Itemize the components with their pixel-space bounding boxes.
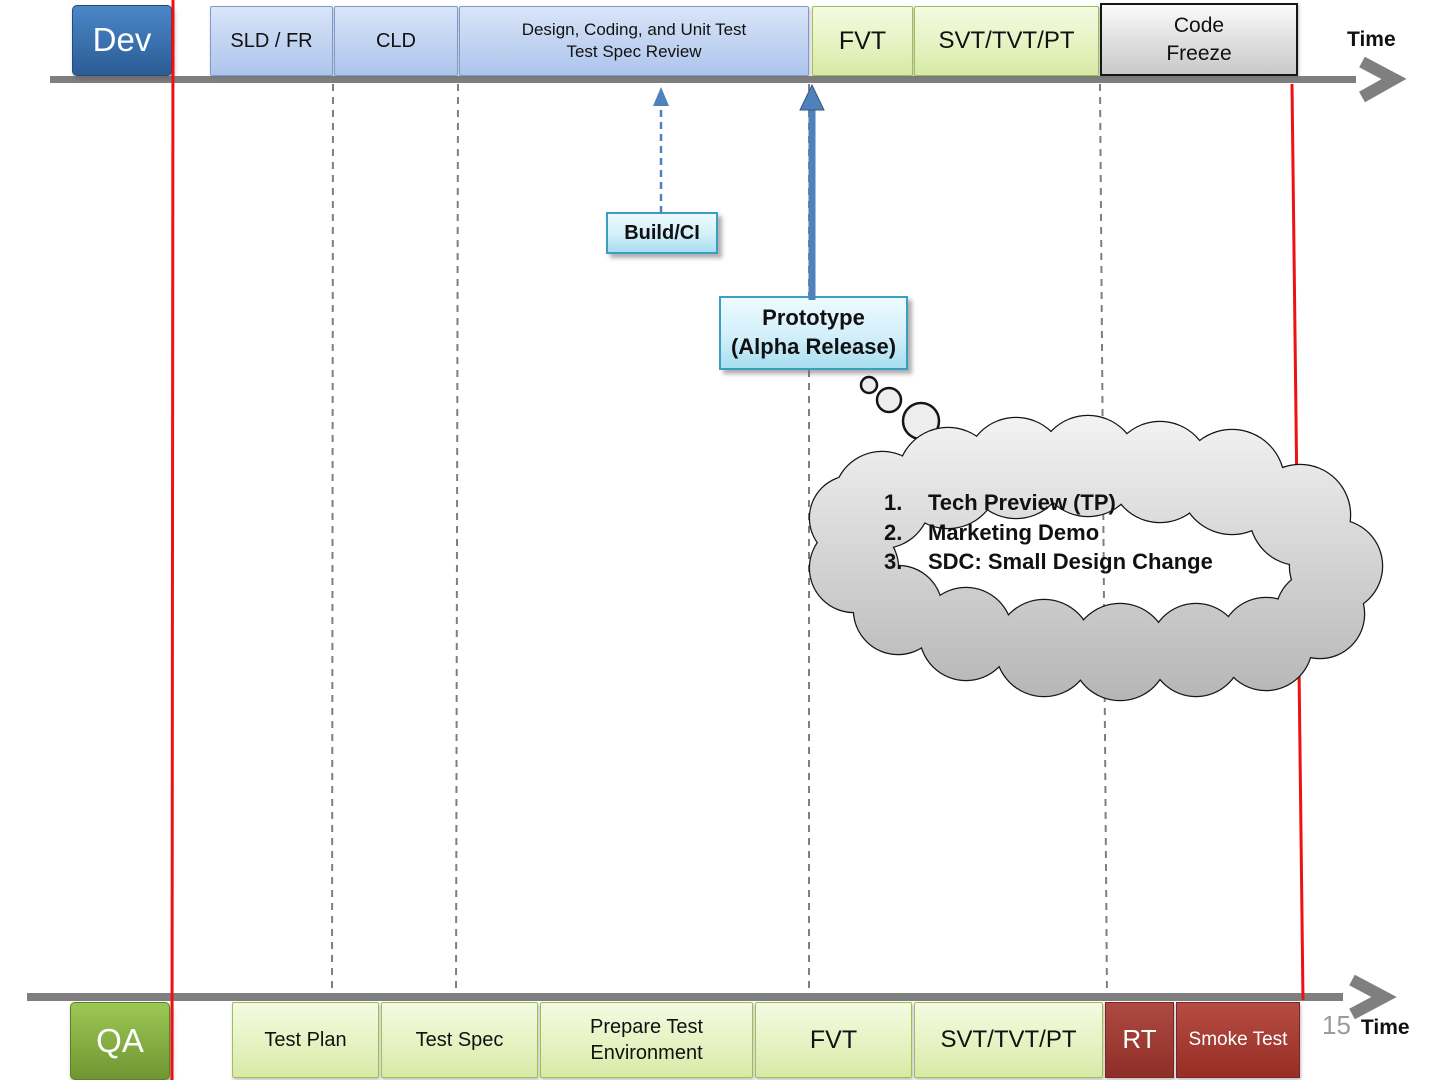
qa-time-label: Time (1360, 1016, 1410, 1039)
guide-line-1 (331, 83, 334, 998)
cloud-item-number: 3. (884, 549, 903, 574)
qa-phase-test-spec: Test Spec (381, 1002, 538, 1078)
dev-track-label: Dev (72, 5, 172, 76)
prototype-line1: Prototype (762, 305, 865, 331)
dev-time-label: Time (1347, 28, 1396, 51)
cloud-item-number: 1. (884, 490, 903, 515)
cloud-item-text: SDC: Small Design Change (928, 549, 1213, 574)
dev-phase-fvt: FVT (812, 6, 913, 76)
qa-axis-labels: 15 Time (1322, 1010, 1410, 1041)
cloud-item-number: 2. (884, 519, 903, 545)
prototype-arrowhead (799, 83, 825, 111)
cloud-item-text: Marketing Demo (928, 519, 1100, 545)
qa-track-label: QA (70, 1002, 170, 1080)
red-guide-right (1290, 83, 1305, 1001)
build-ci-callout: Build/CI (606, 212, 718, 254)
prepare-env-line2: Environment (590, 1042, 703, 1064)
qa-phase-prepare-env: Prepare Test Environment (540, 1002, 753, 1078)
qa-phase-test-plan: Test Plan (232, 1002, 379, 1078)
prototype-callout: Prototype (Alpha Release) (719, 296, 908, 370)
prepare-env-line1: Prepare Test (589, 1016, 704, 1038)
prototype-line2: (Alpha Release) (730, 334, 897, 359)
cloud-note-item: 1. Tech Preview (TP) (884, 488, 1213, 518)
dev-phase-svt: SVT/TVT/PT (914, 6, 1099, 76)
guide-line-2 (455, 83, 459, 998)
thought-bubbles (859, 375, 941, 441)
cloud-note-item: 3. SDC: Small Design Change (884, 547, 1213, 577)
dev-phase-cld: CLD (334, 6, 458, 76)
cloud-note-list: 1. Tech Preview (TP) 2. Marketing Demo 3… (884, 488, 1213, 577)
dev-phase-code-freeze: Code Freeze (1100, 3, 1298, 76)
red-guide-left (170, 0, 175, 1080)
dev-phase-design-line2: Test Spec Review (566, 42, 702, 61)
qa-timeline-bar (27, 993, 1343, 1001)
cloud-note-item: 2. Marketing Demo (884, 518, 1213, 548)
dev-phase-design-line1: Design, Coding, and Unit Test (521, 19, 747, 39)
dev-phase-design-coding: Design, Coding, and Unit Test Test Spec … (459, 6, 809, 76)
qa-phase-fvt: FVT (755, 1002, 912, 1078)
code-freeze-line2: Freeze (1166, 41, 1232, 65)
thought-bubble-medium (875, 386, 903, 414)
qa-phase-rt: RT (1105, 1002, 1174, 1078)
code-freeze-line1: Code (1173, 14, 1225, 38)
build-ci-arrowhead (653, 87, 669, 106)
dev-timeline-arrowhead (1359, 56, 1407, 103)
qa-phase-smoke-test: Smoke Test (1176, 1002, 1300, 1078)
cloud-item-text: Tech Preview (TP) (928, 490, 1116, 515)
dev-phase-sld-fr: SLD / FR (210, 6, 333, 76)
qa-phase-svt: SVT/TVT/PT (914, 1002, 1103, 1078)
qa-timeline-arrowhead (1349, 974, 1397, 1020)
thought-bubble-small (859, 375, 879, 395)
page-number: 15 (1322, 1010, 1351, 1040)
thought-bubble-large (901, 401, 941, 441)
dev-timeline-bar (50, 76, 1356, 83)
